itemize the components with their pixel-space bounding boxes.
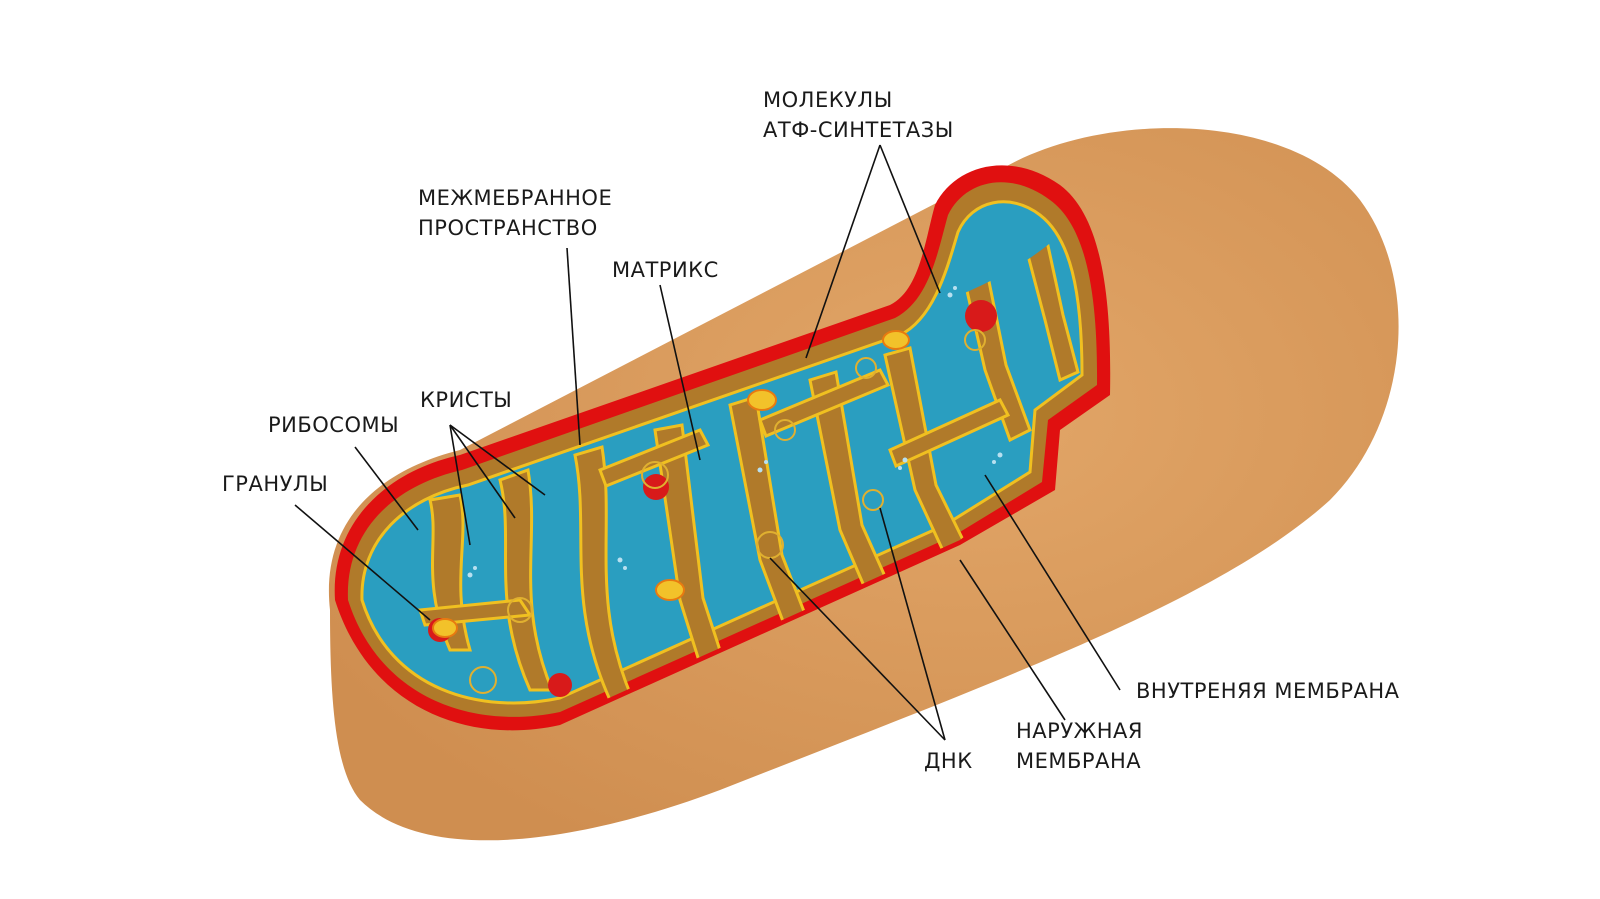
atp-synthase-dots [467, 286, 1003, 578]
matrix-region [360, 200, 1084, 705]
label-outer-membrane-line2: МЕМБРАНА [1016, 749, 1142, 773]
label-ribosomes: РИБОСОМЫ [268, 413, 400, 437]
leader-lines [294, 144, 1121, 741]
label-atp-synthase-line2: АТФ-СИНТЕТАЗЫ [763, 118, 954, 142]
label-intermembrane-line1: МЕЖМЕБРАННОЕ [418, 186, 613, 210]
label-inner-membrane: ВНУТРЕНЯЯ МЕМБРАНА [1136, 679, 1400, 703]
label-dna: ДНК [924, 749, 973, 773]
label-outer-membrane-line1: НАРУЖНАЯ [1016, 719, 1143, 743]
ribosomes [432, 330, 910, 638]
label-atp-synthase-line1: МОЛЕКУЛЫ [763, 88, 893, 112]
label-outer-membrane: НАРУЖНАЯ МЕМБРАНА [1016, 716, 1143, 776]
label-intermembrane-line2: ПРОСТРАНСТВО [418, 216, 598, 240]
label-atp-synthase: МОЛЕКУЛЫ АТФ-СИНТЕТАЗЫ [763, 85, 954, 145]
label-intermembrane-space: МЕЖМЕБРАННОЕ ПРОСТРАНСТВО [418, 183, 612, 243]
label-matrix: МАТРИКС [612, 258, 719, 282]
label-granules: ГРАНУЛЫ [222, 472, 329, 496]
label-cristae: КРИСТЫ [420, 388, 513, 412]
